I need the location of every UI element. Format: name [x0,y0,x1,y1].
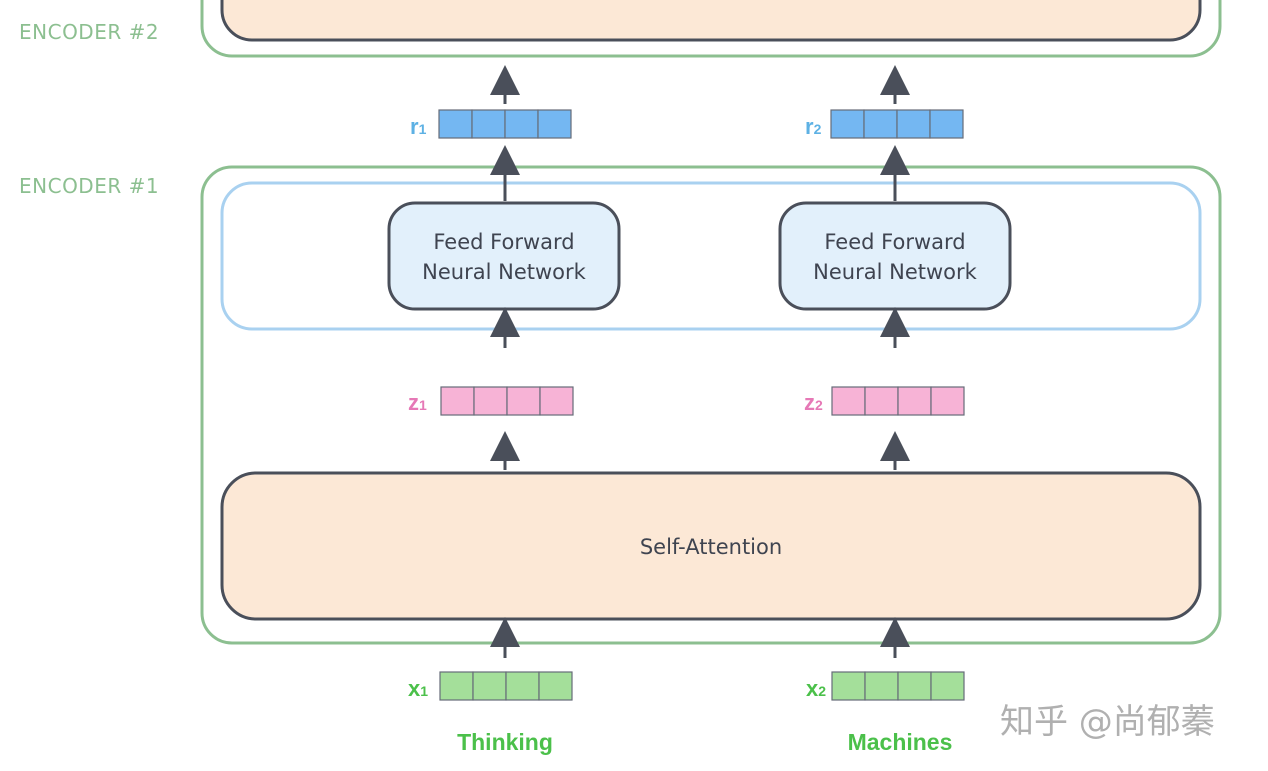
encoder-2 [200,0,1222,58]
encoder-2-label: ENCODER #2 [19,20,159,44]
encoder-2-self-attention-box [220,0,1202,42]
x2-label: x2 [806,676,826,701]
x1-label: x1 [408,676,428,701]
vector-x2 [831,671,965,701]
word-machines: Machines [848,729,953,755]
ffnn-2-line1: Feed Forward [824,230,965,254]
self-attention-box [220,471,1202,621]
ffnn-1-line2: Neural Network [422,260,586,284]
ffnn-box-1: Feed Forward Neural Network [387,201,621,311]
z2-label: z2 [804,390,823,415]
encoder-1 [200,165,1222,645]
word-thinking: Thinking [457,729,553,755]
ffnn-box-2: Feed Forward Neural Network [778,201,1012,311]
arrows [490,65,910,658]
z1-label: z1 [408,390,427,415]
vector-r2 [830,109,964,139]
vector-x1 [439,671,573,701]
ffnn-layer [220,181,1202,331]
ffnn-1-line1: Feed Forward [433,230,574,254]
vector-z1 [440,386,574,416]
vector-z2 [831,386,965,416]
ffnn-2-line2: Neural Network [813,260,977,284]
encoder-1-label: ENCODER #1 [19,174,159,198]
r2-label: r2 [805,114,822,139]
watermark: 知乎 @尚郁蓁 [1000,702,1215,742]
self-attention-label: Self-Attention [640,535,782,559]
vector-r1 [438,109,572,139]
r1-label: r1 [410,114,427,139]
